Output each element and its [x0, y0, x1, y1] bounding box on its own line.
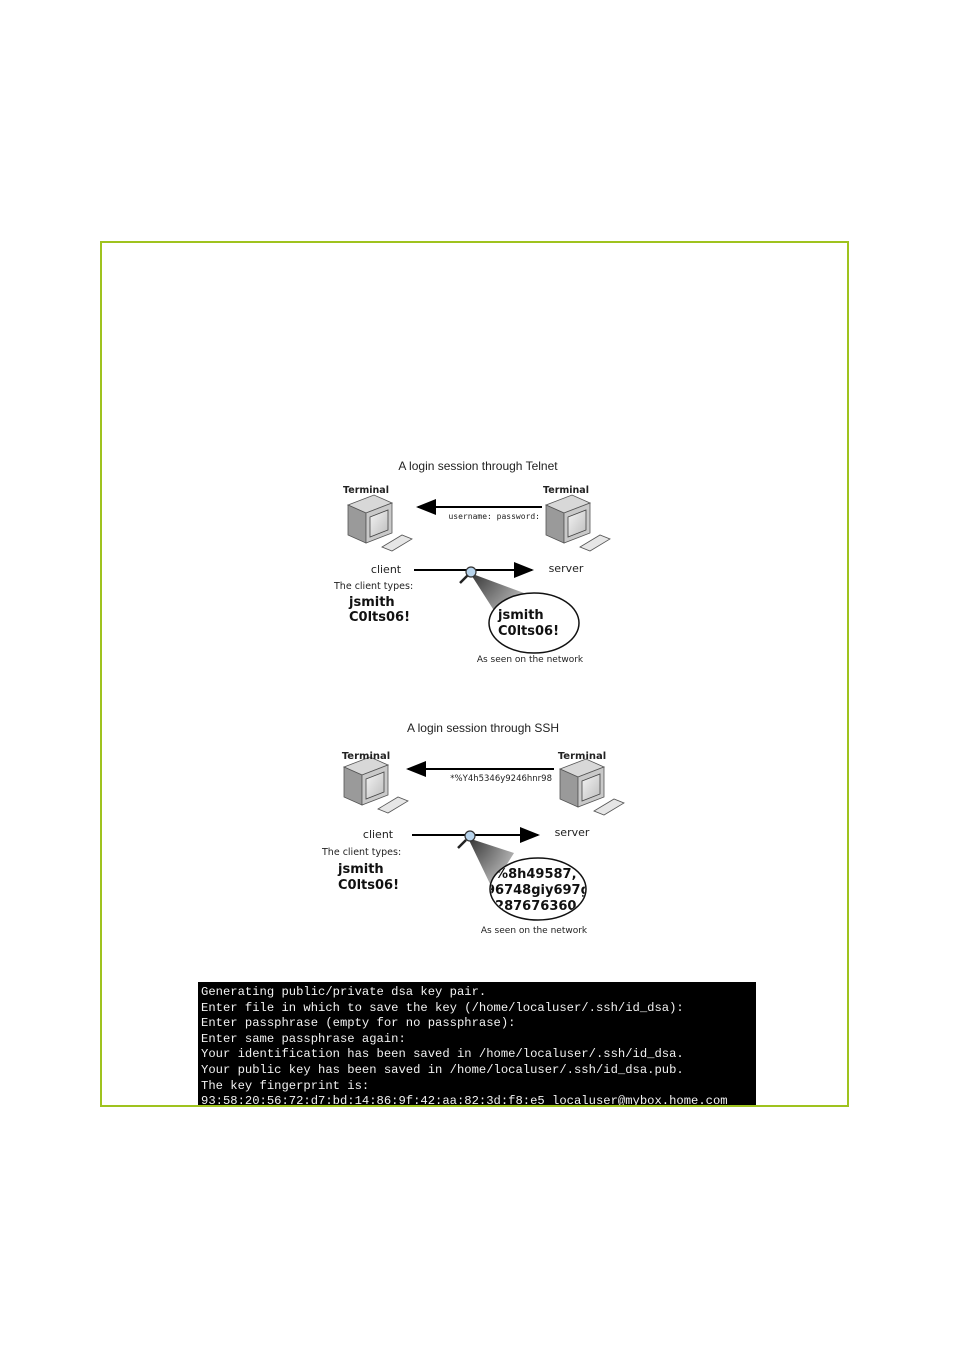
- ssh-sniffed-line2: 96748giy697g: [486, 883, 590, 898]
- telnet-server-prompt: username: password:: [448, 512, 540, 521]
- content-frame: A login session through Telnet Terminal …: [100, 241, 849, 1107]
- terminal-line: Your public key has been saved in /home/…: [201, 1063, 756, 1079]
- terminal-line: 93:58:20:56:72:d7:bd:14:86:9f:42:aa:82:3…: [201, 1094, 756, 1107]
- ssh-server-label: server: [555, 826, 590, 839]
- ssh-client-typed-user: jsmith: [337, 862, 384, 877]
- terminal-line: Enter file in which to save the key (/ho…: [201, 1001, 756, 1017]
- ssh-title: A login session through SSH: [407, 721, 559, 735]
- telnet-client-types-label: The client types:: [333, 581, 413, 592]
- telnet-sniffed-bubble: [489, 593, 579, 653]
- telnet-diagram: A login session through Telnet Terminal …: [102, 243, 847, 683]
- telnet-sniffed-pass: C0lts06!: [498, 624, 559, 639]
- telnet-sniffed-user: jsmith: [497, 608, 544, 623]
- telnet-client-typed-pass: C0lts06!: [349, 610, 410, 625]
- telnet-title: A login session through Telnet: [398, 459, 558, 473]
- ssh-client-terminal-label: Terminal: [342, 751, 390, 762]
- terminal-line: Generating public/private dsa key pair.: [201, 985, 756, 1001]
- terminal-line: Your identification has been saved in /h…: [201, 1047, 756, 1063]
- telnet-client-label: client: [371, 563, 402, 576]
- telnet-network-caption: As seen on the network: [477, 655, 584, 665]
- telnet-server-label: server: [549, 562, 584, 575]
- terminal-line: The key fingerprint is:: [201, 1079, 756, 1095]
- client-computer-icon: [344, 757, 408, 813]
- ssh-client-label: client: [363, 828, 394, 841]
- server-computer-icon: [546, 495, 610, 551]
- telnet-server-terminal-label: Terminal: [543, 485, 589, 496]
- terminal-line: Enter same passphrase again:: [201, 1032, 756, 1048]
- ssh-client-typed-pass: C0lts06!: [338, 878, 399, 893]
- terminal-output: Generating public/private dsa key pair. …: [198, 982, 756, 1107]
- terminal-line: Enter passphrase (empty for no passphras…: [201, 1016, 756, 1032]
- server-computer-icon: [560, 759, 624, 815]
- telnet-client-typed-user: jsmith: [348, 595, 395, 610]
- telnet-client-terminal-label: Terminal: [343, 485, 389, 496]
- ssh-server-prompt: *%Y4h5346y9246hnr98: [450, 774, 552, 784]
- ssh-network-caption: As seen on the network: [481, 926, 588, 936]
- ssh-server-terminal-label: Terminal: [558, 751, 606, 762]
- ssh-client-types-label: The client types:: [321, 847, 401, 858]
- ssh-diagram: A login session through SSH Terminal Ter…: [102, 683, 847, 943]
- client-computer-icon: [348, 495, 412, 551]
